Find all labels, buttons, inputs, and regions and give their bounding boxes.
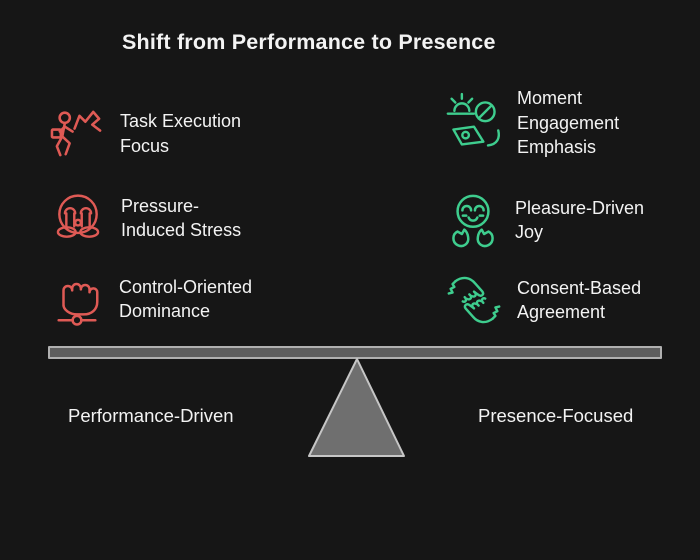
crying-face-icon (56, 194, 100, 238)
item-label: Task Execution Focus (120, 111, 242, 156)
running-person-icon (50, 110, 102, 157)
sunrise-person-laptop-icon (446, 92, 500, 147)
balance-beam (48, 346, 662, 359)
presence-focused-label: Presence-Focused (478, 405, 634, 426)
item-label: Consent-Based Agreement (517, 277, 642, 323)
item-pressure-induced-stress: Pressure- Induced Stress (50, 190, 241, 246)
performance-driven-label: Performance-Driven (68, 405, 234, 426)
joyful-face-hands-icon (452, 194, 494, 248)
page-title: Shift from Performance to Presence (122, 30, 496, 54)
item-label: Control-Oriented Dominance (119, 276, 253, 322)
item-control-oriented-dominance: Control-Oriented Dominance (50, 272, 252, 326)
item-consent-based-agreement: Consent-Based Agreement (446, 272, 641, 328)
item-moment-engagement-emphasis: Moment Engagement Emphasis (446, 86, 619, 160)
raised-fist-icon (57, 282, 99, 326)
item-pleasure-driven-joy: Pleasure-Driven Joy (446, 190, 644, 250)
item-task-execution-focus: Task Execution Focus (50, 106, 241, 161)
item-label: Pleasure-Driven Joy (515, 197, 645, 243)
item-label: Moment Engagement Emphasis (517, 88, 620, 157)
item-label: Pressure- Induced Stress (121, 195, 242, 241)
handshake-icon (447, 276, 501, 324)
balance-fulcrum-triangle (308, 358, 405, 457)
